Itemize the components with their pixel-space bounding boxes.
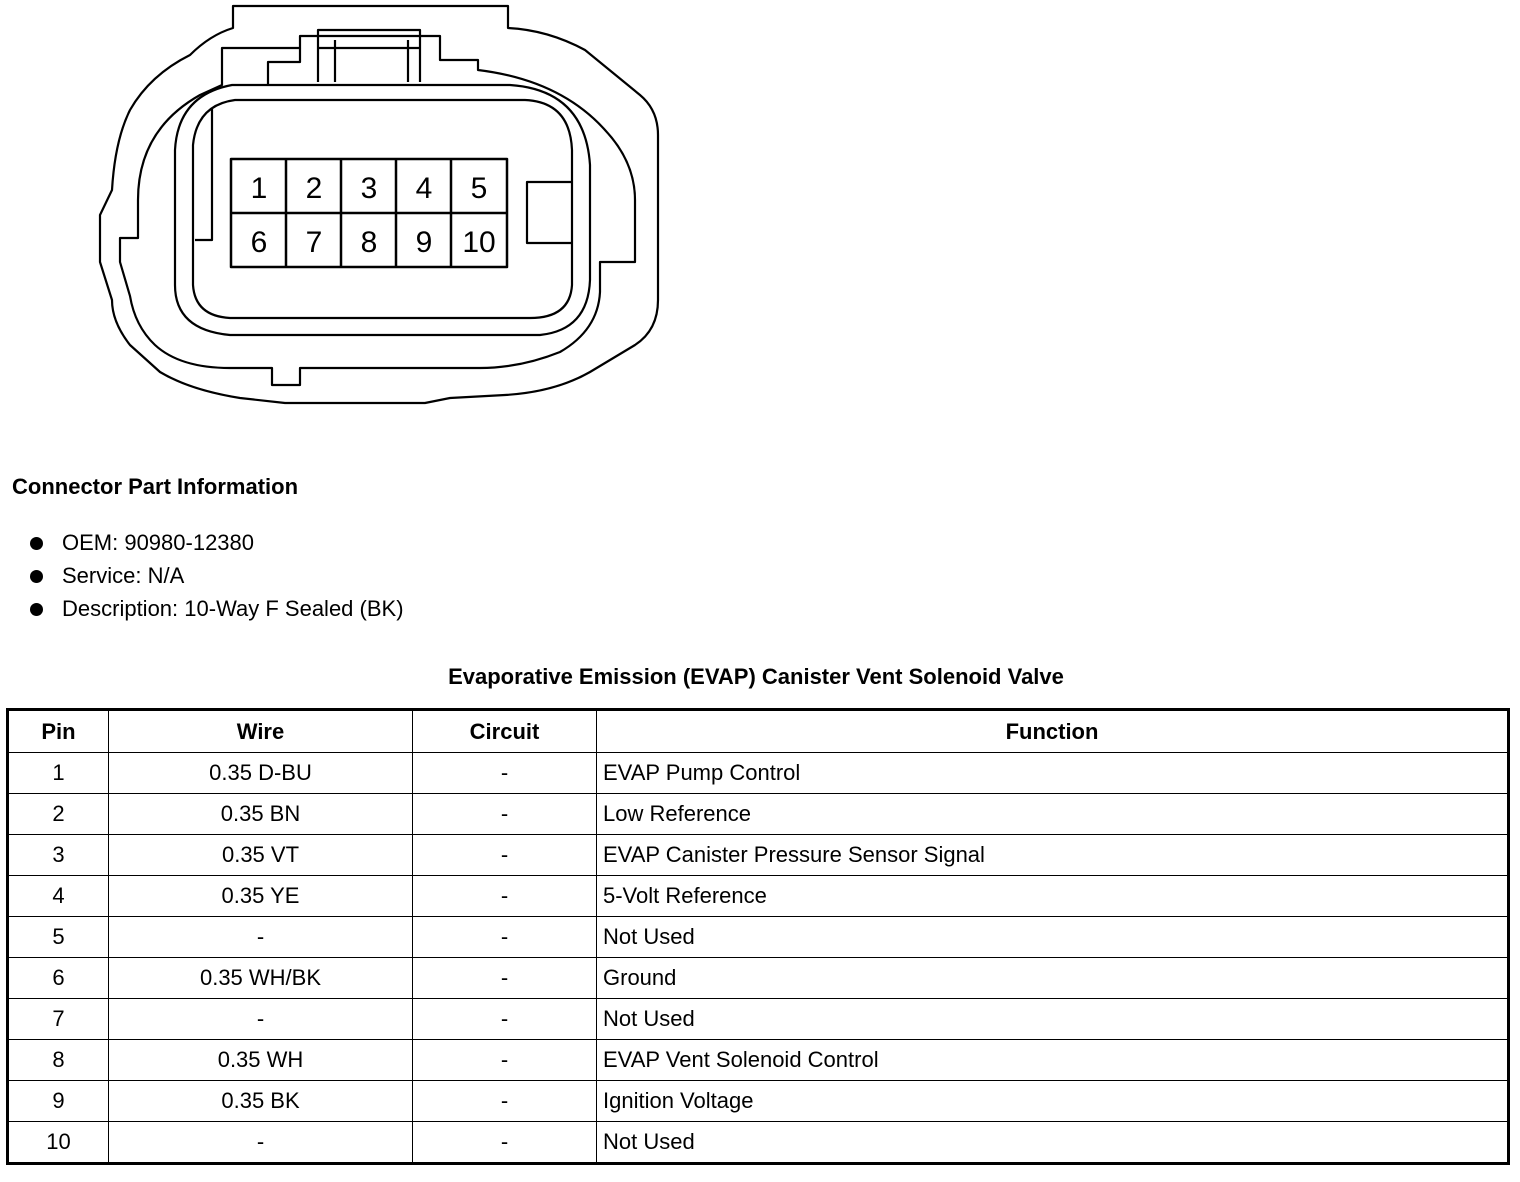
bullet-icon (30, 603, 43, 616)
connector-housing-rim (173, 83, 592, 337)
pin-label-9: 9 (416, 226, 433, 259)
pin-label-7: 7 (306, 226, 323, 259)
cell-pin: 7 (7, 998, 109, 1040)
cell-wire: 0.35 BN (108, 793, 413, 835)
cell-pin: 6 (7, 957, 109, 999)
header-wire: Wire (108, 709, 413, 753)
cell-wire: 0.35 YE (108, 875, 413, 917)
cell-circuit: - (412, 916, 597, 958)
table-row: 6 0.35 WH/BK - Ground (7, 957, 1509, 999)
cell-function: Not Used (596, 1121, 1509, 1164)
part-info-item: Service: N/A (28, 561, 404, 594)
cell-pin: 2 (7, 793, 109, 835)
header-pin: Pin (7, 709, 109, 753)
connector-housing-inner-outline (118, 34, 637, 387)
pin-label-1: 1 (251, 172, 268, 205)
connector-right-key (525, 180, 572, 245)
cell-pin: 4 (7, 875, 109, 917)
cell-circuit: - (412, 834, 597, 876)
part-info-service: Service: N/A (62, 563, 185, 588)
table-row: 10 - - Not Used (7, 1121, 1509, 1164)
pinout-table: Pin Wire Circuit Function 1 0.35 D-BU - … (6, 708, 1510, 1165)
cell-circuit: - (412, 998, 597, 1040)
cell-pin: 9 (7, 1080, 109, 1122)
cell-function: EVAP Vent Solenoid Control (596, 1039, 1509, 1081)
pin-label-3: 3 (361, 172, 378, 205)
cell-wire: - (108, 916, 413, 958)
cell-pin: 10 (7, 1121, 109, 1164)
table-row: 7 - - Not Used (7, 998, 1509, 1040)
cell-function: Not Used (596, 998, 1509, 1040)
cell-circuit: - (412, 875, 597, 917)
pin-label-8: 8 (361, 226, 378, 259)
cell-circuit: - (412, 1039, 597, 1081)
pin-label-6: 6 (251, 226, 268, 259)
table-row: 2 0.35 BN - Low Reference (7, 793, 1509, 835)
table-row: 3 0.35 VT - EVAP Canister Pressure Senso… (7, 834, 1509, 876)
pin-label-5: 5 (471, 172, 488, 205)
pin-label-10: 10 (462, 226, 495, 259)
connector-face-diagram: 1 2 3 4 5 6 7 8 9 10 (98, 4, 660, 405)
part-info-item: OEM: 90980-12380 (28, 528, 404, 561)
cell-function: Ignition Voltage (596, 1080, 1509, 1122)
part-info-description: Description: 10-Way F Sealed (BK) (62, 596, 404, 621)
cell-circuit: - (412, 752, 597, 794)
table-row: 4 0.35 YE - 5-Volt Reference (7, 875, 1509, 917)
cell-wire: 0.35 WH/BK (108, 957, 413, 999)
cell-pin: 1 (7, 752, 109, 794)
header-function: Function (596, 709, 1509, 753)
cell-pin: 8 (7, 1039, 109, 1081)
part-info-title: Connector Part Information (12, 474, 299, 499)
cell-function: Low Reference (596, 793, 1509, 835)
cell-wire: - (108, 1121, 413, 1164)
table-row: 5 - - Not Used (7, 916, 1509, 958)
cell-function: Not Used (596, 916, 1509, 958)
cell-wire: - (108, 998, 413, 1040)
cell-function: Ground (596, 957, 1509, 999)
header-circuit: Circuit (412, 709, 597, 753)
pin-label-2: 2 (306, 172, 323, 205)
part-info-oem: OEM: 90980-12380 (62, 530, 255, 555)
pinout-table-title: Evaporative Emission (EVAP) Canister Ven… (448, 664, 1064, 689)
connector-left-key (195, 108, 214, 242)
cell-pin: 5 (7, 916, 109, 958)
table-header-row: Pin Wire Circuit Function (7, 709, 1509, 753)
table-row: 9 0.35 BK - Ignition Voltage (7, 1080, 1509, 1122)
cell-pin: 3 (7, 834, 109, 876)
cell-circuit: - (412, 957, 597, 999)
part-info-item: Description: 10-Way F Sealed (BK) (28, 594, 404, 627)
cell-wire: 0.35 BK (108, 1080, 413, 1122)
cell-wire: 0.35 VT (108, 834, 413, 876)
part-info-list: OEM: 90980-12380 Service: N/A Descriptio… (28, 528, 404, 627)
cell-circuit: - (412, 793, 597, 835)
cell-wire: 0.35 WH (108, 1039, 413, 1081)
cell-circuit: - (412, 1080, 597, 1122)
cell-function: 5-Volt Reference (596, 875, 1509, 917)
bullet-icon (30, 570, 43, 583)
bullet-icon (30, 537, 43, 550)
table-row: 8 0.35 WH - EVAP Vent Solenoid Control (7, 1039, 1509, 1081)
table-row: 1 0.35 D-BU - EVAP Pump Control (7, 752, 1509, 794)
cell-function: EVAP Pump Control (596, 752, 1509, 794)
cell-circuit: - (412, 1121, 597, 1164)
pin-label-4: 4 (416, 172, 433, 205)
cell-wire: 0.35 D-BU (108, 752, 413, 794)
connector-cavity (191, 98, 574, 320)
connector-latch (266, 28, 422, 85)
cell-function: EVAP Canister Pressure Sensor Signal (596, 834, 1509, 876)
connector-outer-housing (98, 4, 660, 405)
